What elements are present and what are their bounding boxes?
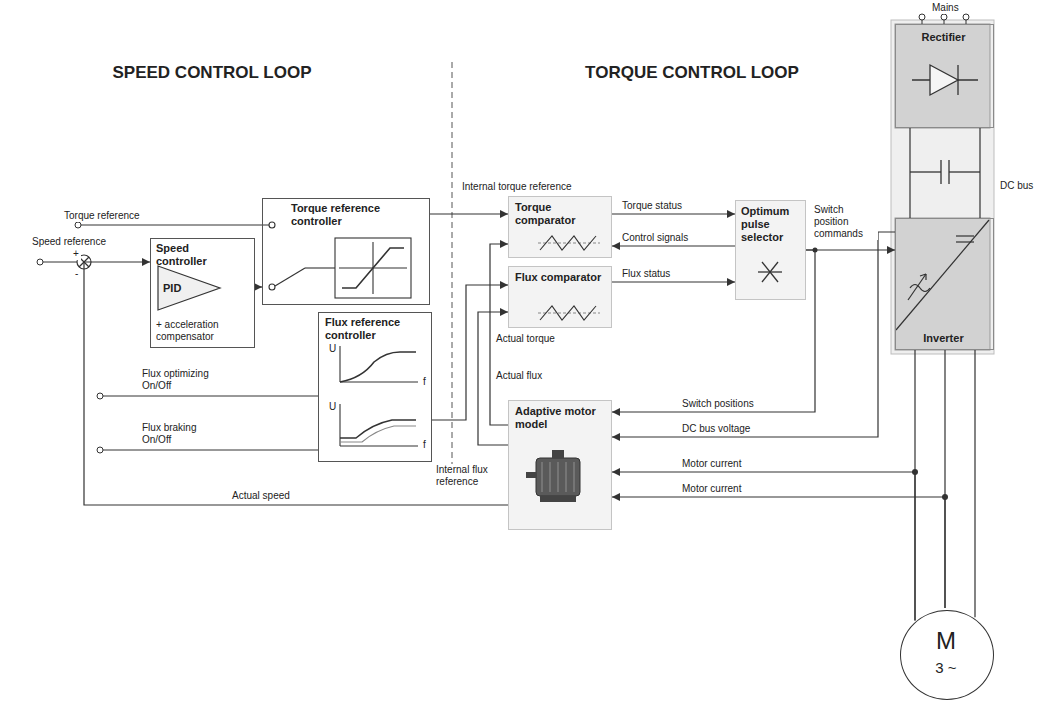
flux-curves — [340, 346, 418, 446]
node-title: Torque reference controller — [291, 202, 421, 228]
rectifier-box: Rectifier — [895, 24, 994, 128]
signal-connector — [612, 281, 735, 282]
signal-label: Flux status — [620, 268, 672, 280]
signal-label: DC bus voltage — [680, 423, 752, 435]
limiter-symbol — [335, 238, 411, 298]
controller-box: Torque reference controller — [262, 198, 430, 305]
signal-label: Torque status — [620, 200, 684, 212]
input-terminals — [37, 222, 103, 453]
node-title: Optimum pulse selector — [741, 205, 803, 244]
signal-label: Actual torque — [494, 333, 557, 345]
controller-box: Speed controllerPID + acceleration compen… — [150, 238, 255, 348]
controller-box: Flux reference controllerUfUf — [318, 312, 432, 462]
signal-connector — [432, 285, 508, 420]
signal-connector — [806, 249, 895, 250]
node-text: f — [423, 376, 426, 388]
input-label: Flux braking On/Off — [140, 422, 224, 446]
signal-connector — [612, 213, 735, 214]
signal-connector — [430, 213, 508, 214]
node-title: Inverter — [896, 332, 991, 345]
section-heading: TORQUE CONTROL LOOP — [560, 62, 824, 83]
node-text: U — [329, 401, 336, 413]
signal-connector — [612, 245, 735, 246]
block-fill — [508, 400, 612, 530]
diode-symbol — [912, 65, 978, 95]
signal-label: Internal torque reference — [460, 181, 574, 193]
signal-label: Switch position commands — [812, 204, 878, 240]
node-title: M — [901, 627, 991, 655]
signal-label: Motor current — [680, 483, 743, 495]
signal-connector — [255, 286, 262, 287]
signal-label: Motor current — [680, 458, 743, 470]
motor-model-box: Adaptive motor model — [508, 400, 612, 530]
selector-star — [758, 262, 782, 282]
signal-connector — [915, 350, 975, 621]
supply-label: Mains — [930, 2, 961, 14]
node-text: 3 ~ — [901, 659, 991, 677]
node-title: Adaptive motor model — [515, 405, 605, 431]
pid-triangle — [158, 266, 220, 310]
mains-terminals — [919, 14, 969, 24]
node-text: PID — [163, 282, 181, 295]
input-label: Speed reference — [30, 236, 108, 248]
node-text: f — [423, 439, 426, 451]
node-text: + acceleration compensator — [156, 319, 252, 343]
node-title: Flux reference controller — [325, 316, 429, 342]
signal-connector — [84, 262, 508, 505]
input-label: Flux optimizing On/Off — [140, 368, 224, 392]
signal-label: Switch positions — [680, 398, 756, 410]
motor-circle: M 3 ~ — [900, 610, 994, 700]
block-fill — [508, 266, 612, 328]
inverter-symbol — [896, 220, 989, 330]
signal-connector — [910, 128, 980, 218]
node-text: U — [329, 343, 336, 355]
sign-label: - — [73, 268, 80, 280]
signal-label: Actual flux — [494, 370, 544, 382]
rectifier-fill — [895, 24, 990, 128]
node-title: Torque comparator — [515, 201, 605, 227]
node-title: Rectifier — [896, 31, 991, 44]
drive-housing — [891, 20, 994, 354]
signal-connector — [612, 232, 895, 437]
bus-label: DC bus — [998, 180, 1035, 192]
comparator-box: Torque comparator — [508, 196, 612, 258]
motor-icon — [526, 450, 580, 502]
sign-label: + — [71, 248, 81, 260]
signal-connector — [612, 472, 915, 621]
section-heading: SPEED CONTROL LOOP — [110, 62, 314, 83]
signal-label: Internal flux reference — [434, 464, 500, 488]
capacitor-symbol — [910, 160, 980, 184]
inverter-fill — [895, 218, 990, 350]
comparator-box: Flux comparator — [508, 266, 612, 328]
signal-connector — [612, 250, 815, 412]
selector-box: Optimum pulse selector — [735, 200, 806, 300]
signal-label: Control signals — [620, 232, 690, 244]
block-fill — [735, 200, 805, 300]
signal-connector — [612, 497, 945, 608]
input-label: Torque reference — [62, 210, 142, 222]
inverter-box: Inverter — [895, 218, 994, 350]
node-title: Flux comparator — [515, 271, 605, 284]
signal-label: Actual speed — [230, 490, 292, 502]
reference-switch — [269, 222, 335, 290]
loop-divider — [452, 62, 453, 480]
node-title: Speed controller — [156, 242, 226, 268]
block-fill — [508, 196, 612, 258]
junction-dots — [813, 232, 949, 500]
